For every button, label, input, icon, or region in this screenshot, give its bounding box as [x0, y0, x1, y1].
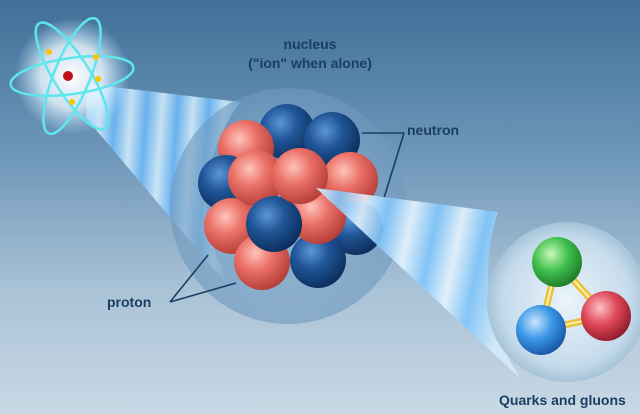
neutron-pointer-line-2	[383, 132, 405, 199]
proton-label: proton	[107, 294, 152, 310]
neutron-label: neutron	[407, 122, 460, 138]
nucleus-sublabel: ("ion" when alone)	[248, 55, 372, 71]
atom-icon	[9, 16, 135, 136]
quarks-gluons-label: Quarks and gluons	[499, 392, 626, 408]
nucleus-to-quarks-beam	[316, 188, 520, 378]
proton-pointer-line	[169, 254, 209, 303]
quark-icon	[487, 222, 640, 382]
proton-pointer-line-2	[169, 282, 237, 303]
nucleus-label: nucleus	[283, 36, 337, 52]
pointer-lines	[169, 132, 405, 303]
